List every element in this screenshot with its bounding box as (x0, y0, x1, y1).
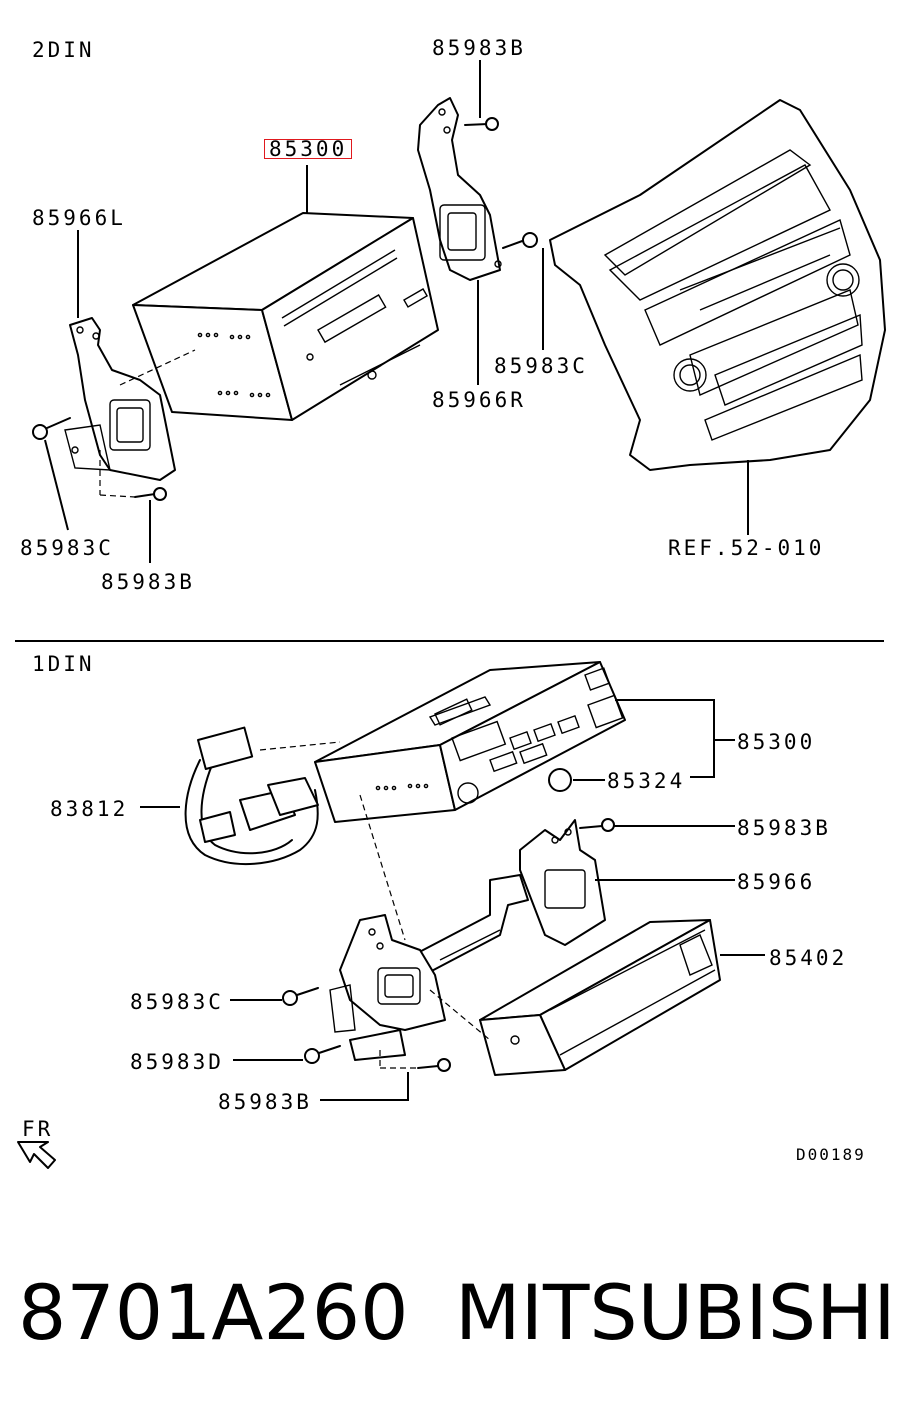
label-85983d[interactable]: 85983D (130, 1050, 224, 1074)
head-unit-2din (132, 212, 439, 421)
screw-left-85983c (32, 417, 71, 440)
brand-name: MITSUBISHI (455, 1268, 896, 1357)
bracket-right (417, 97, 502, 281)
label-85300-highlighted[interactable]: 85300 (264, 139, 353, 160)
label-ref-52-010[interactable]: REF.52-010 (668, 536, 825, 560)
knob-85324 (548, 768, 572, 792)
label-85966l[interactable]: 85966L (32, 206, 126, 230)
label-85983b-bottom[interactable]: 85983B (101, 570, 195, 594)
screw-right-85983c (502, 232, 538, 249)
label-85402[interactable]: 85402 (769, 946, 848, 970)
label-85983b-top[interactable]: 85983B (432, 36, 526, 60)
label-85983b-1din-top[interactable]: 85983B (737, 816, 831, 840)
wire-harness-83812 (184, 726, 341, 865)
part-number: 8701A260 (18, 1268, 409, 1357)
dashboard-panel (549, 99, 886, 471)
label-83812[interactable]: 83812 (50, 797, 129, 821)
parts-diagram (15, 60, 886, 1169)
label-85983c-1din[interactable]: 85983C (130, 990, 224, 1014)
label-85324[interactable]: 85324 (607, 769, 686, 793)
label-fr-direction: FR (22, 1117, 54, 1141)
head-unit-1din (314, 661, 626, 823)
label-85300-1din[interactable]: 85300 (737, 730, 816, 754)
label-85966[interactable]: 85966 (737, 870, 816, 894)
pocket-85402 (479, 919, 721, 1076)
label-85983c-right[interactable]: 85983C (494, 354, 588, 378)
label-85983c-left[interactable]: 85983C (20, 536, 114, 560)
section-title-1din: 1DIN (32, 652, 95, 676)
screw-bottom-85983b (134, 487, 167, 501)
label-85983b-1din-bottom[interactable]: 85983B (218, 1090, 312, 1114)
bracket-left-1din (329, 914, 446, 1061)
diagram-code: D00189 (796, 1145, 866, 1164)
section-title-2din: 2DIN (32, 38, 95, 62)
bracket-left (64, 317, 176, 481)
screw-85983b-bottom (417, 1058, 451, 1072)
front-direction-arrow-icon (17, 1141, 56, 1169)
screw-85983b-top (579, 818, 615, 832)
screw-85983d (304, 1045, 341, 1064)
screw-top-85983b (464, 117, 499, 131)
screw-85983c-bottom (282, 987, 319, 1006)
label-85966r[interactable]: 85966R (432, 388, 526, 412)
